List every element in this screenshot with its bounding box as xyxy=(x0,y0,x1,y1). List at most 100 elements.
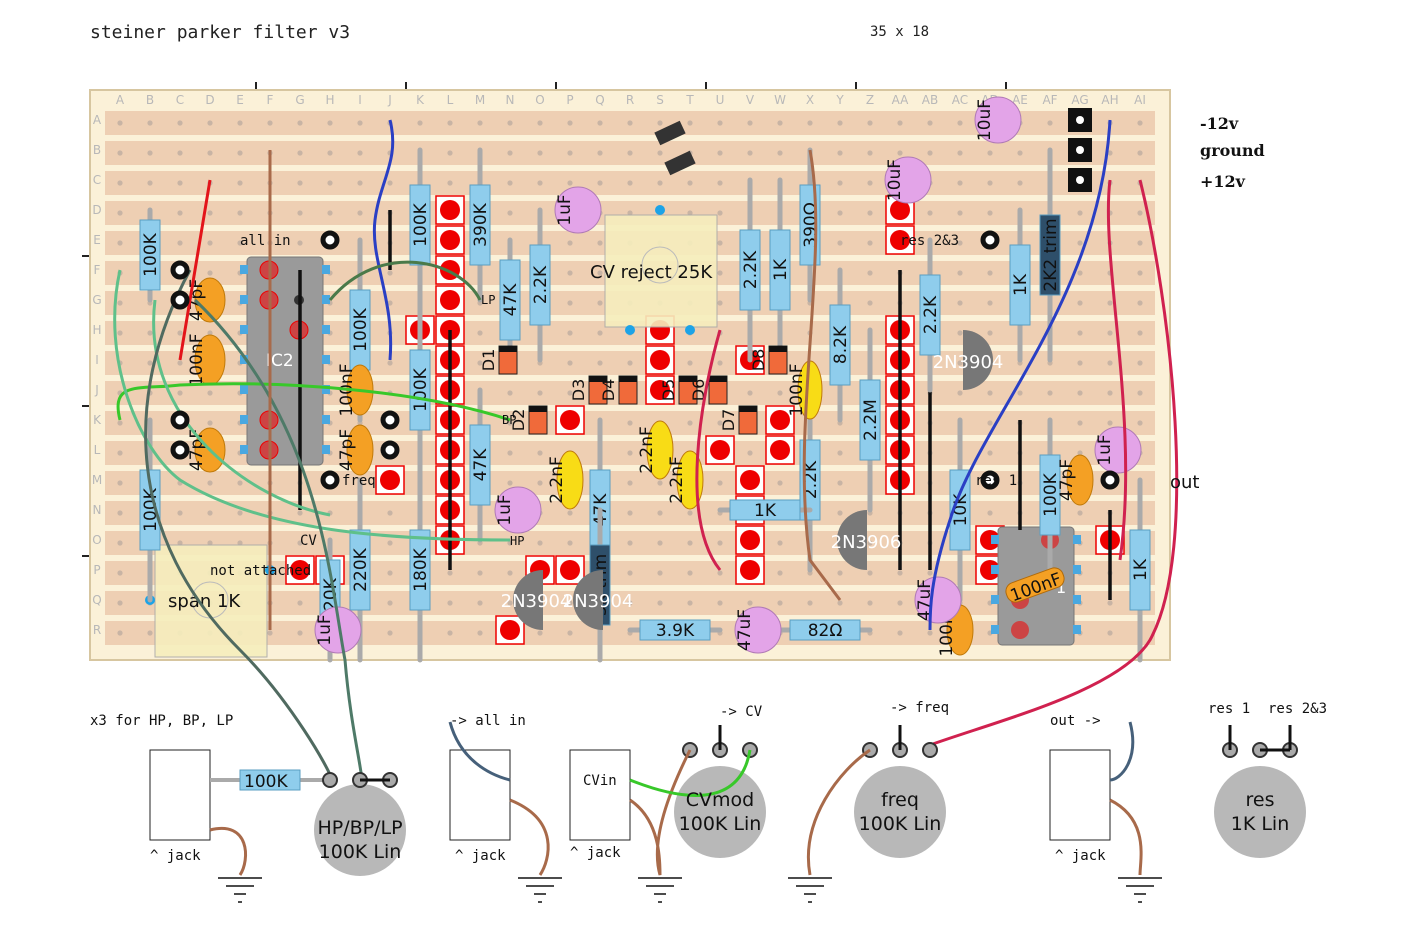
hp-label: HP xyxy=(510,534,524,548)
resistor-body xyxy=(919,274,941,356)
resistor-value: 47K xyxy=(471,448,491,482)
row-label: G xyxy=(92,293,101,307)
diode-label: D3 xyxy=(569,379,588,402)
resistor-body xyxy=(949,469,971,551)
track-cut-dot xyxy=(890,200,910,220)
row-label: F xyxy=(94,263,101,277)
column-label: N xyxy=(506,93,515,107)
capacitor-body xyxy=(556,450,584,510)
resistor-body xyxy=(639,619,711,641)
capacitor-body xyxy=(1066,454,1094,506)
transistor-label: 2N3906 xyxy=(831,532,902,553)
track-cut-dot xyxy=(440,290,460,310)
column-label: F xyxy=(267,93,274,107)
resistor-value: 47K xyxy=(501,283,521,317)
row-label: H xyxy=(92,323,101,337)
jack-label-3: ^ jack xyxy=(570,845,621,861)
column-labels: ABCDEFGHIJKLMNOPQRSTUVWXYZAAABACADAEAFAG… xyxy=(116,93,1146,107)
resistor-value: 1K xyxy=(1131,558,1151,581)
row-label: N xyxy=(93,503,102,517)
cv-label: CV xyxy=(300,533,317,549)
resistor-value: 180K xyxy=(411,547,431,591)
resistor-body xyxy=(859,379,881,461)
electrolytic-capacitor xyxy=(314,606,362,654)
column-label: R xyxy=(626,93,634,107)
column-label: AC xyxy=(952,93,968,107)
resistor-value: 100K xyxy=(351,307,371,351)
column-label: V xyxy=(746,93,755,107)
column-label: U xyxy=(716,93,725,107)
diode-label: D4 xyxy=(599,379,618,402)
resistor-body xyxy=(1039,454,1061,536)
resistor-body xyxy=(139,469,161,551)
row-label: O xyxy=(92,533,101,547)
resistor-body xyxy=(409,529,431,611)
track-cut-dot xyxy=(440,200,460,220)
resistor-value: 2.2K xyxy=(921,295,941,334)
power-gnd-label: ground xyxy=(1200,141,1265,160)
resistor-body xyxy=(729,499,801,521)
capacitor-value: 1uF xyxy=(315,614,335,645)
resistor-body xyxy=(769,229,791,311)
row-label: M xyxy=(92,473,102,487)
track-cut-dot xyxy=(770,410,790,430)
cv-arrow: -> CV xyxy=(720,704,763,720)
capacitor-value: 100nF xyxy=(787,363,807,416)
track-cut-dot xyxy=(740,470,760,490)
resistor-value: 220K xyxy=(351,547,371,591)
res23-label: res 2&3 xyxy=(900,233,959,249)
diode-band xyxy=(529,406,547,412)
capacitor-value: 47pF xyxy=(1057,459,1077,501)
ic2-label: IC2 xyxy=(266,351,294,371)
track-cut-dot xyxy=(650,380,670,400)
transistor-label: 2N3904 xyxy=(933,352,1004,373)
capacitor-value: 47pF xyxy=(337,429,357,471)
resistor-value: 1K xyxy=(771,258,791,281)
column-label: AF xyxy=(1042,93,1057,107)
jack-label-4: ^ jack xyxy=(1055,848,1106,864)
row-label: K xyxy=(93,413,102,427)
cv-reject-label: CV reject 25K xyxy=(590,262,713,283)
column-label: AH xyxy=(1101,93,1118,107)
diode-band xyxy=(769,346,787,352)
resistor-body xyxy=(469,424,491,506)
capacitor-body xyxy=(646,420,674,480)
transistor-label: 2N3904 xyxy=(563,591,634,612)
resistor-body xyxy=(739,229,761,311)
capacitor-value: 10uF xyxy=(975,99,995,141)
diode-band xyxy=(499,346,517,352)
row-label: I xyxy=(95,353,99,367)
track-cut-dot xyxy=(740,530,760,550)
track-cut-dot xyxy=(770,440,790,460)
electrolytic-capacitor xyxy=(554,186,602,234)
capacitor-value: 100nF xyxy=(187,333,207,386)
res23-offboard-label: res 2&3 xyxy=(1268,701,1327,717)
track-cut-dot xyxy=(500,620,520,640)
resistor-value: 100K xyxy=(411,202,431,246)
power-pos-label: +12v xyxy=(1200,172,1246,191)
capacitors: 47pF100nF47pF100nF47pF47pF100nF2.2nF2.2n… xyxy=(187,96,1142,657)
diode-label: D8 xyxy=(749,349,768,372)
row-label: L xyxy=(94,443,101,457)
column-label: G xyxy=(295,93,304,107)
pot-freq-value: 100K Lin xyxy=(859,813,942,835)
row-label: Q xyxy=(92,593,101,607)
resistor-value: 2K2 trim xyxy=(1041,218,1061,291)
column-label: P xyxy=(566,93,573,107)
column-label: AG xyxy=(1071,93,1088,107)
offboard-section xyxy=(149,721,1306,903)
electrolytic-capacitor xyxy=(734,606,782,654)
pot-hp-value: 100K Lin xyxy=(319,841,402,863)
power-header xyxy=(1068,108,1092,192)
resistor-value: 390Ω xyxy=(801,202,821,247)
resistor-body xyxy=(529,244,551,326)
column-label: W xyxy=(774,93,786,107)
row-label: A xyxy=(93,113,102,127)
resistor-value: 100K xyxy=(141,232,161,276)
capacitor-value: 2.2nF xyxy=(637,426,657,474)
column-label: Z xyxy=(866,93,874,107)
pot-freq-name: freq xyxy=(881,789,919,811)
diode-band xyxy=(619,376,637,382)
resistor-value: 100K xyxy=(1041,472,1061,516)
